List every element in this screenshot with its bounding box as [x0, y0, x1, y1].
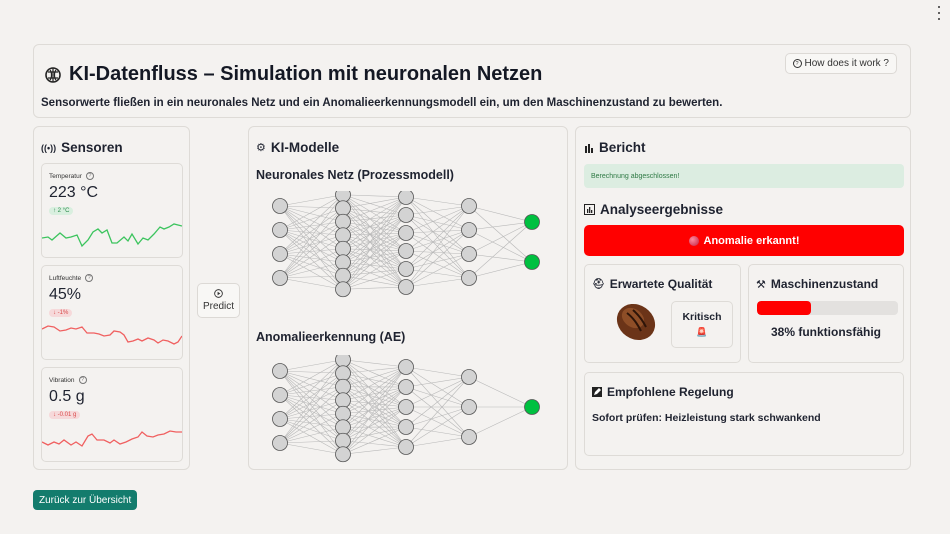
page-description: Sensorwerte fließen in ein neuronales Ne…: [41, 97, 723, 109]
status-success-banner: Berechnung abgeschlossen!: [584, 164, 904, 188]
report-title: Bericht: [584, 140, 646, 155]
help-icon[interactable]: ?: [78, 376, 87, 384]
models-title: ⚙ KI-Modelle: [256, 140, 340, 155]
siren-icon: 🚨: [696, 327, 708, 337]
tools-icon: ⚒: [756, 278, 766, 291]
header-card: KI-Datenfluss – Simulation mit neuronale…: [33, 44, 911, 118]
chart-box-icon: [584, 204, 595, 215]
play-circle-icon: [214, 289, 223, 298]
broadcast-icon: ((•)): [41, 142, 57, 153]
brain-icon: [45, 66, 61, 83]
sensor-card-vibration: Vibration? 0.5 g ↓ -0.01 g: [41, 367, 183, 462]
sparkline-chart: [42, 430, 182, 447]
machine-health-text: 38% funktionsfähig: [770, 325, 881, 339]
page-title: KI-Datenfluss – Simulation mit neuronale…: [44, 63, 542, 86]
quality-status-box: Kritisch 🚨: [671, 301, 733, 348]
anomaly-alert-banner: Anomalie erkannt!: [584, 225, 904, 256]
sensors-title: ((•)) Sensoren: [41, 140, 123, 155]
how-does-it-work-button[interactable]: ? How does it work ?: [784, 53, 897, 74]
machine-state-card: ⚒ Maschinenzustand 38% funktionsfähig: [748, 264, 904, 363]
delta-badge: ↓ -0.01 g: [49, 411, 81, 419]
main-menu-button[interactable]: [936, 6, 942, 20]
help-icon[interactable]: ?: [85, 172, 94, 180]
bread-image: [616, 303, 656, 341]
bar-chart-icon: [585, 143, 593, 153]
report-panel: Bericht Berechnung abgeschlossen! Analys…: [575, 126, 911, 470]
analysis-title: Analyseergebnisse: [584, 202, 723, 217]
sparkline-chart: [42, 223, 182, 248]
delta-badge: ↓ -1%: [49, 309, 73, 317]
sensor-value: 45%: [49, 286, 82, 303]
ae-title: Anomalieerkennung (AE): [256, 330, 406, 344]
edit-box-icon: [592, 387, 602, 397]
sensors-panel: ((•)) Sensoren Temperatur? 223 °C ↑ 2 °C…: [33, 126, 190, 470]
sensor-value: 223 °C: [49, 184, 99, 201]
sensor-card-humidity: Luftfeuchte? 45% ↓ -1%: [41, 265, 183, 360]
help-icon: ?: [792, 59, 802, 68]
back-to-overview-button[interactable]: Zurück zur Übersicht: [33, 490, 138, 510]
helmet-icon: ⛑: [592, 278, 605, 290]
sensor-value: 0.5 g: [49, 388, 85, 405]
gear-icon: ⚙: [256, 142, 266, 154]
quality-card: ⛑ Erwartete Qualität Kritisch 🚨: [584, 264, 741, 363]
models-panel: ⚙ KI-Modelle Neuronales Netz (Prozessmod…: [248, 126, 568, 470]
sensor-card-temperature: Temperatur? 223 °C ↑ 2 °C: [41, 163, 183, 258]
sparkline-chart: [42, 325, 182, 345]
nn-title: Neuronales Netz (Prozessmodell): [256, 168, 454, 182]
machine-health-progress: [757, 301, 898, 315]
neural-network-diagram: [272, 191, 540, 298]
anomaly-detection-diagram: [272, 355, 540, 463]
red-circle-icon: [688, 235, 699, 246]
predict-button[interactable]: Predict: [197, 283, 240, 318]
regulation-card: Empfohlene Regelung Sofort prüfen: Heizl…: [584, 372, 904, 456]
delta-badge: ↑ 2 °C: [49, 207, 74, 215]
help-icon[interactable]: ?: [85, 274, 94, 282]
regulation-text: Sofort prüfen: Heizleistung stark schwan…: [592, 412, 821, 424]
